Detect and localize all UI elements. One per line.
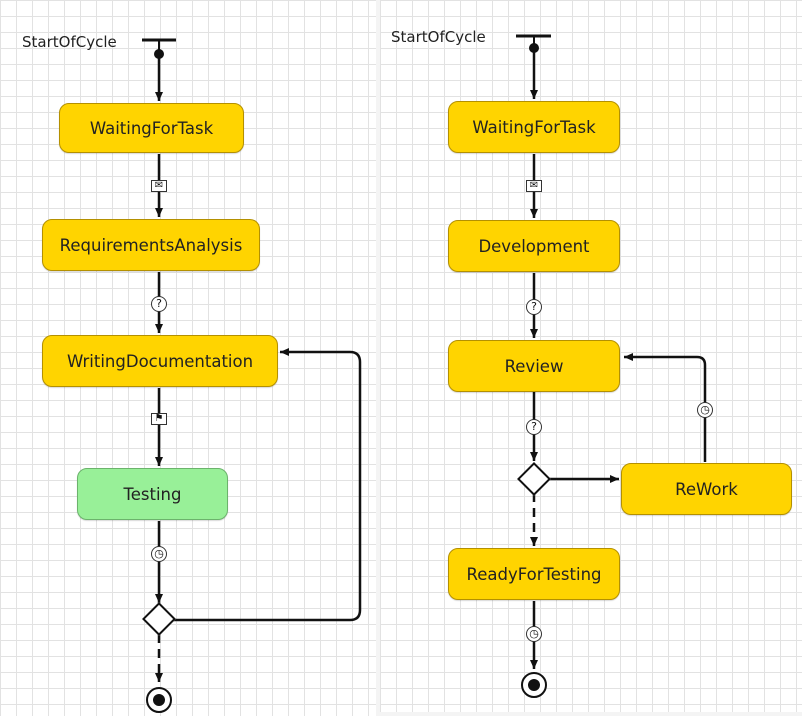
state-waiting-for-task[interactable]: WaitingForTask	[448, 101, 620, 153]
state-ready-for-testing[interactable]: ReadyForTesting	[448, 548, 620, 600]
end-node	[146, 687, 172, 713]
state-waiting-for-task[interactable]: WaitingForTask	[59, 103, 244, 153]
start-of-cycle-label: StartOfCycle	[22, 33, 117, 51]
start-dot	[529, 43, 539, 53]
left-workflow-panel: StartOfCycle WaitingForTask Requirements…	[0, 0, 376, 716]
start-of-cycle-label: StartOfCycle	[391, 28, 486, 46]
start-dot	[154, 49, 164, 59]
clock-icon: ◷	[151, 546, 167, 562]
clock-icon: ◷	[697, 402, 713, 418]
end-node	[521, 672, 547, 698]
question-icon: ?	[151, 296, 167, 312]
envelope-icon: ✉	[526, 180, 542, 192]
arrow-decision-loop-to-documentation	[172, 348, 362, 622]
question-icon: ?	[526, 299, 542, 315]
state-requirements-analysis[interactable]: RequirementsAnalysis	[42, 219, 260, 271]
envelope-icon: ✉	[151, 180, 167, 192]
state-rework[interactable]: ReWork	[621, 463, 792, 515]
arrow-rework-to-review	[624, 353, 707, 462]
state-review[interactable]: Review	[448, 340, 620, 392]
state-testing[interactable]: Testing	[77, 468, 228, 520]
question-icon: ?	[526, 419, 542, 435]
clock-icon: ◷	[526, 626, 542, 642]
checkered-flag-icon: ⚑	[151, 413, 167, 425]
right-workflow-panel: StartOfCycle WaitingForTask Development …	[380, 0, 802, 712]
state-writing-documentation[interactable]: WritingDocumentation	[42, 335, 278, 387]
state-development[interactable]: Development	[448, 220, 620, 272]
